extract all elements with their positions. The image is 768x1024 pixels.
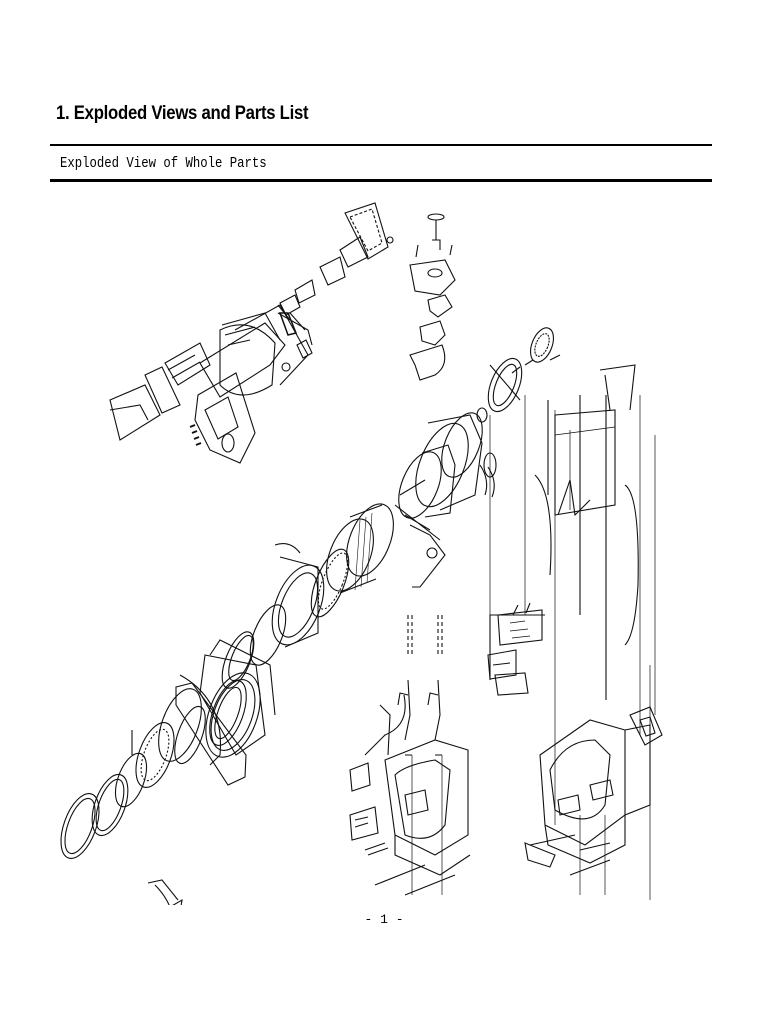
leader-lines xyxy=(411,395,656,900)
bottom-rule xyxy=(50,179,712,182)
drum-assembly xyxy=(221,444,456,689)
section-title: 1. Exploded Views and Parts List xyxy=(56,103,309,124)
cabinet-left xyxy=(349,739,471,896)
pump-assembly xyxy=(409,213,456,381)
rear-tub xyxy=(394,412,497,588)
page-number: - 1 - xyxy=(364,912,404,927)
panel-small-parts xyxy=(278,202,394,372)
pcb-assembly xyxy=(487,602,545,696)
bottom-bracket xyxy=(147,879,183,905)
door-ring-group xyxy=(60,674,247,859)
subheading: Exploded View of Whole Parts xyxy=(60,155,267,172)
exploded-view-diagram xyxy=(50,195,718,905)
front-frame xyxy=(175,639,276,786)
cabinet-right xyxy=(524,706,663,876)
control-panel-group xyxy=(109,304,313,464)
hoses xyxy=(364,615,443,756)
motor-parts xyxy=(476,327,561,423)
rear-cabinet xyxy=(534,364,639,700)
top-rule xyxy=(50,144,712,146)
